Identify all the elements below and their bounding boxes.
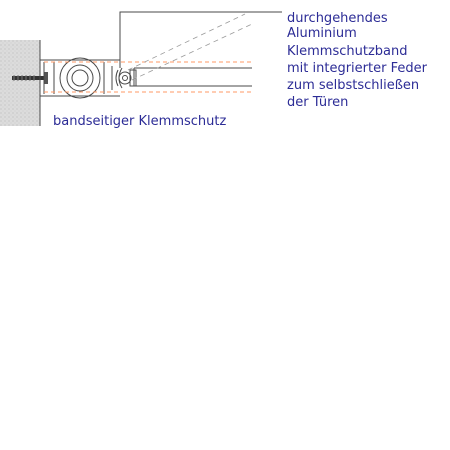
door-swing-lines bbox=[127, 13, 253, 81]
callout-line-6: der Türen bbox=[287, 95, 348, 110]
callout-text: durchgehendes Aluminium Klemmschutzband … bbox=[287, 11, 431, 110]
hinge-roller bbox=[59, 57, 101, 99]
hidden-lines bbox=[44, 61, 252, 93]
callout-line-5: zum selbstschließen bbox=[287, 78, 419, 93]
hinge-frame bbox=[39, 58, 120, 98]
wall-section bbox=[0, 40, 41, 126]
screw-anchor bbox=[12, 72, 48, 84]
callout-line-4: mit integrierter Feder bbox=[287, 61, 428, 76]
callout-line-2: Aluminium bbox=[287, 26, 357, 41]
callout-line-1: durchgehendes bbox=[287, 11, 388, 26]
detail-caption: bandseitiger Klemmschutz bbox=[53, 114, 226, 129]
clamp-guard-profile bbox=[115, 67, 137, 89]
door-leaf bbox=[133, 67, 252, 87]
callout-leader bbox=[119, 11, 282, 68]
callout-line-3: Klemmschutzband bbox=[287, 44, 408, 59]
